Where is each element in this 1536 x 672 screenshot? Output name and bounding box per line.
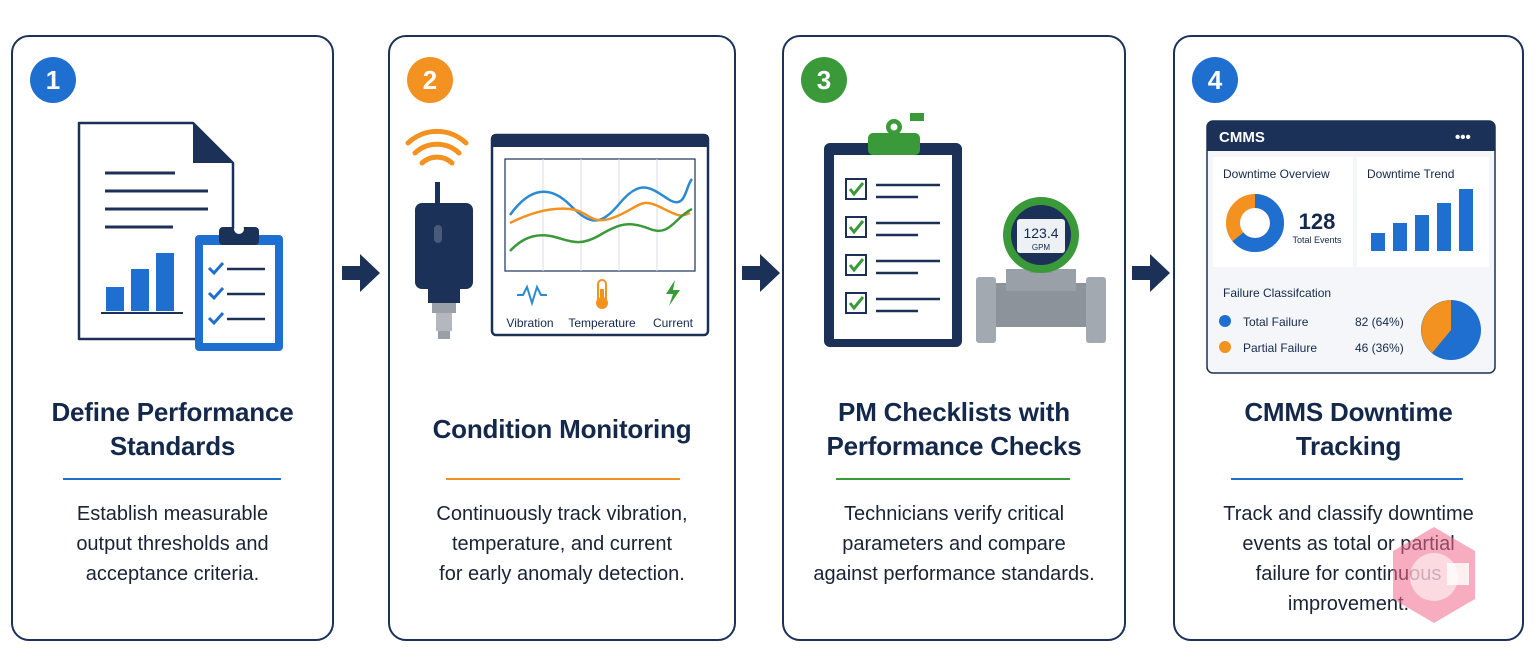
donut-total-arc <box>1226 194 1284 252</box>
step-title: Define Performance Standards <box>51 397 294 461</box>
partial-failure-label: Partial Failure <box>1243 341 1317 355</box>
step-number-badge: 2 <box>407 57 453 103</box>
step-number-badge: 4 <box>1192 57 1238 103</box>
classification-title: Failure Classifcation <box>1223 286 1331 300</box>
partial-failure-value: 46 (36%) <box>1355 341 1404 355</box>
title-underline <box>63 478 281 480</box>
pm-checklist-illustration: 123.4 GPM <box>824 113 1106 347</box>
arrow-right-icon <box>1132 254 1170 292</box>
watermark-logo <box>1393 527 1475 623</box>
legend-dot-partial <box>1219 341 1231 353</box>
sensor-device-icon <box>415 182 473 339</box>
title-underline <box>446 478 680 480</box>
clipboard-checklist-icon <box>195 224 283 351</box>
cmms-dashboard-illustration: CMMS ••• Downtime Overview 128 Total Eve… <box>1206 120 1496 374</box>
step-description: Continuously track vibration, temperatur… <box>436 503 688 585</box>
trend-bar-chart <box>1371 189 1473 251</box>
title-underline <box>1231 478 1463 480</box>
more-menu-icon: ••• <box>1455 129 1471 146</box>
step-description: Technicians verify critical parameters a… <box>813 503 1095 585</box>
lightning-icon <box>666 280 680 306</box>
flow-meter-icon: 123.4 GPM <box>976 197 1106 343</box>
meter-value: 123.4 <box>1023 225 1058 241</box>
document-icon <box>77 121 235 341</box>
failure-pie-chart <box>1421 300 1481 360</box>
step-card-4: 4 CMMS ••• Downtime Overview 128 Total E… <box>1173 35 1524 641</box>
step-title: Condition Monitoring <box>432 414 692 444</box>
sensor-label-current: Current <box>653 316 694 330</box>
step-card-3: 3 <box>782 35 1126 641</box>
arrow-right-icon <box>342 254 380 292</box>
step-card-1: 1 Define Per <box>11 35 334 641</box>
bar-chart-icon <box>101 253 183 314</box>
cmms-app-title: CMMS <box>1219 129 1265 146</box>
step-number-badge: 3 <box>801 57 847 103</box>
clipboard-checklist-icon <box>824 113 962 347</box>
sensor-label-vibration: Vibration <box>506 316 553 330</box>
step-title: CMMS Downtime Tracking <box>1244 397 1453 461</box>
monitor-chart-panel: Vibration Temperature Current <box>490 133 710 337</box>
total-failure-label: Total Failure <box>1243 315 1309 329</box>
title-underline <box>836 478 1070 480</box>
step-description: Establish measurable output thresholds a… <box>76 503 269 585</box>
meter-unit: GPM <box>1032 243 1051 252</box>
total-failure-value: 82 (64%) <box>1355 315 1404 329</box>
vibration-icon <box>517 284 547 307</box>
step-title: PM Checklists with Performance Checks <box>826 397 1082 461</box>
arrow-right-icon <box>742 254 780 292</box>
total-events-value: 128 <box>1299 209 1336 234</box>
total-events-label: Total Events <box>1292 235 1342 245</box>
trend-title: Downtime Trend <box>1367 167 1454 181</box>
pie-slice-partial <box>1421 300 1451 353</box>
wifi-signal-icon <box>405 128 469 166</box>
sensor-label-temperature: Temperature <box>568 316 636 330</box>
step-card-2: 2 <box>388 35 736 641</box>
thermometer-icon <box>596 279 608 309</box>
overview-title: Downtime Overview <box>1223 167 1330 181</box>
standards-illustration <box>77 121 283 351</box>
step-number-badge: 1 <box>30 57 76 103</box>
legend-dot-total <box>1219 315 1231 327</box>
monitoring-illustration: Vibration Temperature Current <box>405 128 710 339</box>
